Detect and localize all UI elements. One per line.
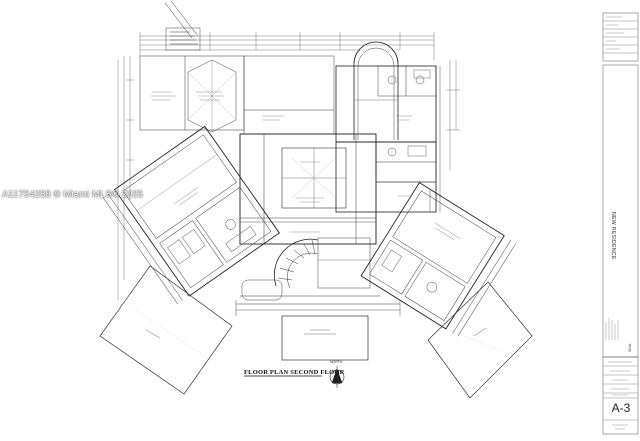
central-core bbox=[239, 133, 377, 245]
right-angled-wing bbox=[360, 182, 517, 337]
rotunda-tower bbox=[353, 41, 399, 140]
right-wing-rooms bbox=[335, 65, 441, 213]
drawing-title: FLOOR PLAN SECOND FLOOR bbox=[244, 369, 345, 376]
seal-label: SEAL bbox=[628, 343, 632, 352]
north-arrow-icon bbox=[329, 366, 345, 388]
mls-watermark: A11754258 © Miami MLS® 2025 bbox=[2, 189, 144, 200]
lower-terraces bbox=[99, 265, 533, 399]
north-label: NORTH bbox=[330, 360, 343, 364]
top-stair bbox=[164, 0, 201, 51]
left-angled-wing bbox=[102, 125, 280, 305]
title-block-frame bbox=[602, 12, 639, 435]
dimension-lines-top bbox=[117, 32, 460, 300]
sheet-number: A-3 bbox=[611, 401, 631, 415]
project-title: NEW RESIDENCE bbox=[610, 212, 616, 260]
upper-roof-area bbox=[139, 55, 335, 135]
curved-staircase bbox=[273, 237, 371, 289]
